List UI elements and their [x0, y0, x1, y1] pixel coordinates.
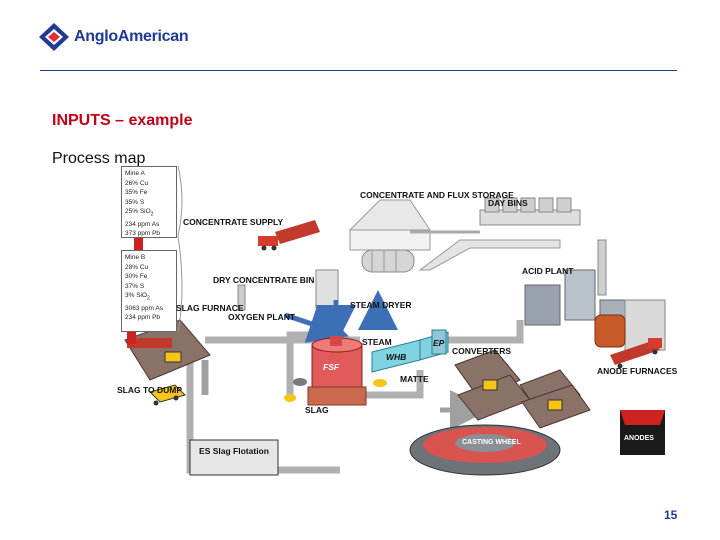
logo-wordmark: AngloAmerican [74, 28, 189, 45]
mine-b-name: Mine B [125, 254, 146, 261]
label-anode-furnaces: ANODE FURNACES [597, 366, 678, 376]
mine-a-line: 35% S [125, 198, 145, 206]
slide-subtitle: Process map [52, 150, 146, 167]
flow-arrows [284, 290, 398, 345]
label-steam-dryer: STEAM DRYER [350, 300, 412, 310]
day-bins [418, 197, 581, 271]
mine-b-line: 3063 ppm As [125, 304, 163, 312]
acid-plant [524, 239, 666, 351]
es-slag-flotation-box [189, 439, 279, 476]
label-whb: WHB [386, 352, 407, 362]
steam-dryer [315, 249, 415, 309]
mine-b-line: 37% S [125, 282, 145, 290]
label-matte: MATTE [400, 374, 429, 384]
slide-title: INPUTS – example [52, 112, 193, 129]
mine-b-line: 30% Fe [125, 273, 148, 280]
label-ep: EP [433, 338, 445, 348]
slag-ladles [284, 378, 387, 402]
mine-a-box: Mine A 26% Cu 35% Fe 35% S 25% SiO2 234 … [121, 166, 177, 238]
anodes-block [620, 410, 665, 455]
converters [454, 349, 591, 429]
storage-building [348, 199, 480, 251]
company-logo: AngloAmerican [38, 22, 189, 52]
slag-truck [149, 384, 186, 406]
casting-wheel [409, 424, 561, 476]
anode-truck [610, 338, 662, 369]
page-number: 15 [664, 508, 678, 522]
supply-truck [258, 220, 320, 251]
label-steam: STEAM [362, 337, 392, 347]
mine-a-line: 26% Cu [125, 179, 149, 187]
mine-b-line: 234 ppm Pb [125, 314, 161, 322]
label-oxygen-plant: OXYGEN PLANT [228, 312, 296, 322]
label-converters: CONVERTERS [452, 346, 512, 356]
mine-a-line: 25% SiO2 [125, 208, 154, 218]
label-dry-concentrate-bin: DRY CONCENTRATE BIN [213, 275, 315, 285]
logo-mark-icon [39, 23, 69, 51]
mine-a-line: 35% Fe [125, 189, 148, 196]
mine-b-box: Mine B 28% Cu 30% Fe 37% S 3% SiO2 3063 … [121, 250, 177, 332]
label-slag: SLAG [305, 405, 329, 415]
header-divider [40, 70, 677, 71]
oxygen-tower [237, 284, 246, 311]
mine-b-line: 28% Cu [125, 263, 149, 271]
label-anodes: ANODES [624, 435, 654, 442]
whb-ep-units [371, 329, 449, 373]
label-concentrate-flux-storage: CONCENTRATE AND FLUX STORAGE [360, 190, 514, 200]
label-casting-wheel: CASTING WHEEL [462, 439, 521, 446]
mine-a-line: 373 ppm Pb [125, 230, 161, 238]
label-concentrate-supply: CONCENTRATE SUPPLY [183, 217, 284, 227]
mine-marker [127, 330, 136, 344]
label-es-slag-flotation: ES Slag Flotation [199, 446, 269, 456]
fsf-furnace [307, 336, 367, 406]
label-acid-plant: ACID PLANT [522, 266, 574, 276]
label-fsf: FSF [323, 362, 340, 372]
mine-b-line: 3% SiO2 [125, 292, 150, 302]
label-slag-to-dump: SLAG TO DUMP [117, 385, 183, 395]
mine-brace [177, 165, 183, 333]
mine-a-line: 234 ppm As [125, 220, 160, 228]
mine-a-name: Mine A [125, 170, 145, 177]
label-slag-furnace: SLAG FURNACE [176, 303, 244, 313]
mine-marker [134, 238, 143, 250]
label-day-bins: DAY BINS [488, 198, 528, 208]
